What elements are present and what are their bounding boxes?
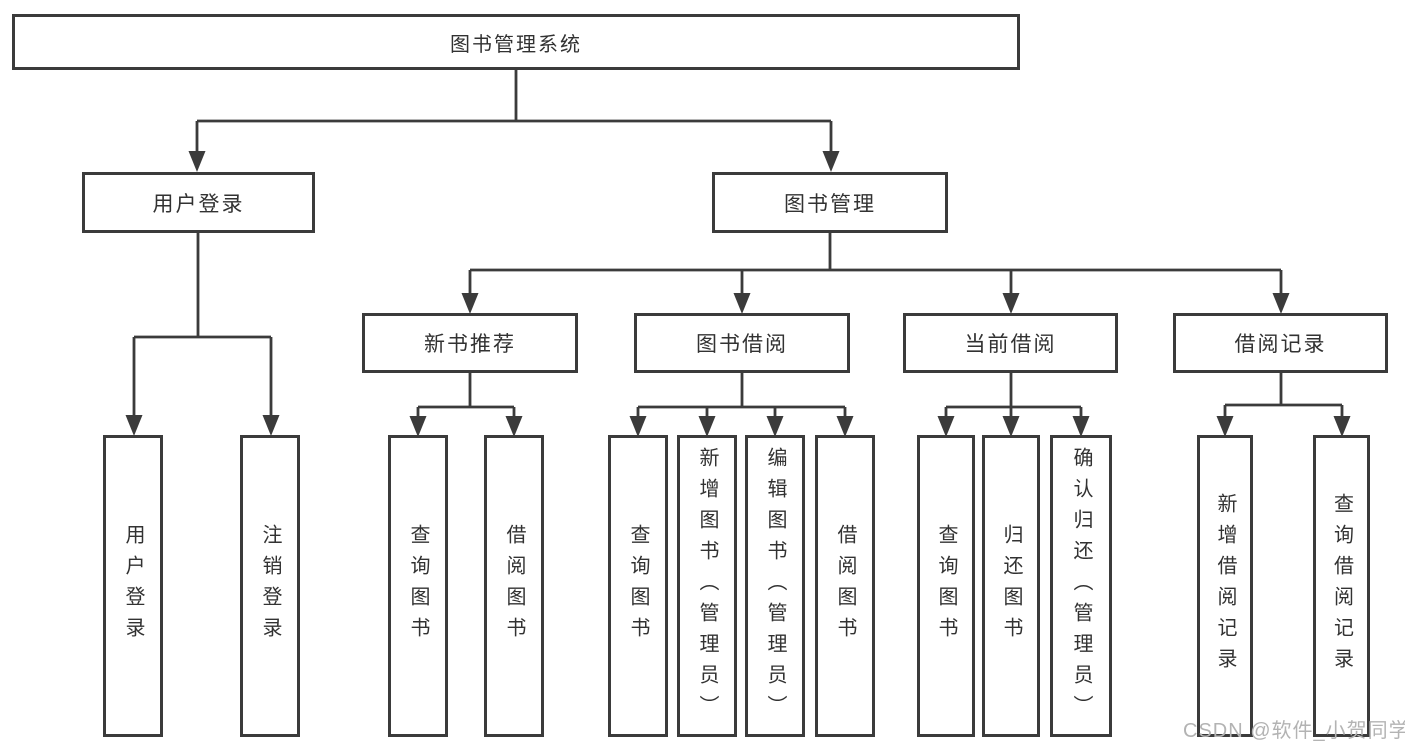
- leaf-br-add-record: 新增借阅记录: [1197, 435, 1253, 737]
- leaf-label: 查询借阅记录: [1330, 493, 1353, 679]
- node-book-borrowing: 图书借阅: [634, 313, 850, 373]
- leaf-label: 查询图书: [407, 524, 429, 648]
- connector-root-to-level2: [188, 70, 840, 172]
- node-library-management-system: 图书管理系统: [12, 14, 1020, 70]
- leaf-cb-return-books: 归还图书: [982, 435, 1040, 737]
- node-current-borrowing: 当前借阅: [903, 313, 1118, 373]
- leaf-br-query-record: 查询借阅记录: [1313, 435, 1370, 737]
- leaf-label: 借阅图书: [834, 524, 856, 648]
- leaf-label: 查询图书: [627, 524, 649, 648]
- connector-current-borrow-to-leaves: [937, 373, 1090, 437]
- leaf-label: 归还图书: [1000, 524, 1022, 648]
- leaf-label: 新增借阅记录: [1214, 493, 1236, 679]
- leaf-label: 注销登录: [259, 524, 281, 648]
- leaf-label: 编辑图书（管理员）: [764, 446, 786, 726]
- connector-new-book-rec-to-leaves: [409, 373, 523, 437]
- leaf-nbr-borrow-books: 借阅图书: [484, 435, 544, 737]
- leaf-logout: 注销登录: [240, 435, 300, 737]
- leaf-label: 借阅图书: [503, 524, 525, 648]
- node-user-login: 用户登录: [82, 172, 315, 233]
- connector-borrow-records-to-leaves: [1216, 373, 1351, 437]
- leaf-label: 新增图书（管理员）: [696, 446, 718, 726]
- leaf-nbr-query-books: 查询图书: [388, 435, 448, 737]
- node-new-book-recommendation: 新书推荐: [362, 313, 578, 373]
- node-borrowing-records: 借阅记录: [1173, 313, 1388, 373]
- leaf-bb-borrow-books: 借阅图书: [815, 435, 875, 737]
- leaf-label: 用户登录: [122, 524, 144, 648]
- leaf-label: 确认归还（管理员）: [1070, 446, 1092, 726]
- csdn-watermark: CSDN @软件_小贺同学: [1183, 720, 1405, 742]
- leaf-label: 查询图书: [935, 524, 957, 648]
- leaf-user-login: 用户登录: [103, 435, 163, 737]
- leaf-cb-query-books: 查询图书: [917, 435, 975, 737]
- connector-book-borrow-to-leaves: [629, 373, 854, 437]
- leaf-bb-query-books: 查询图书: [608, 435, 668, 737]
- leaf-cb-confirm-return-admin: 确认归还（管理员）: [1050, 435, 1112, 737]
- leaf-bb-add-books-admin: 新增图书（管理员）: [677, 435, 737, 737]
- leaf-bb-edit-books-admin: 编辑图书（管理员）: [745, 435, 805, 737]
- connector-user-login-to-leaves: [125, 233, 280, 436]
- node-book-management: 图书管理: [712, 172, 948, 233]
- connector-book-mgmt-to-level3: [461, 233, 1290, 314]
